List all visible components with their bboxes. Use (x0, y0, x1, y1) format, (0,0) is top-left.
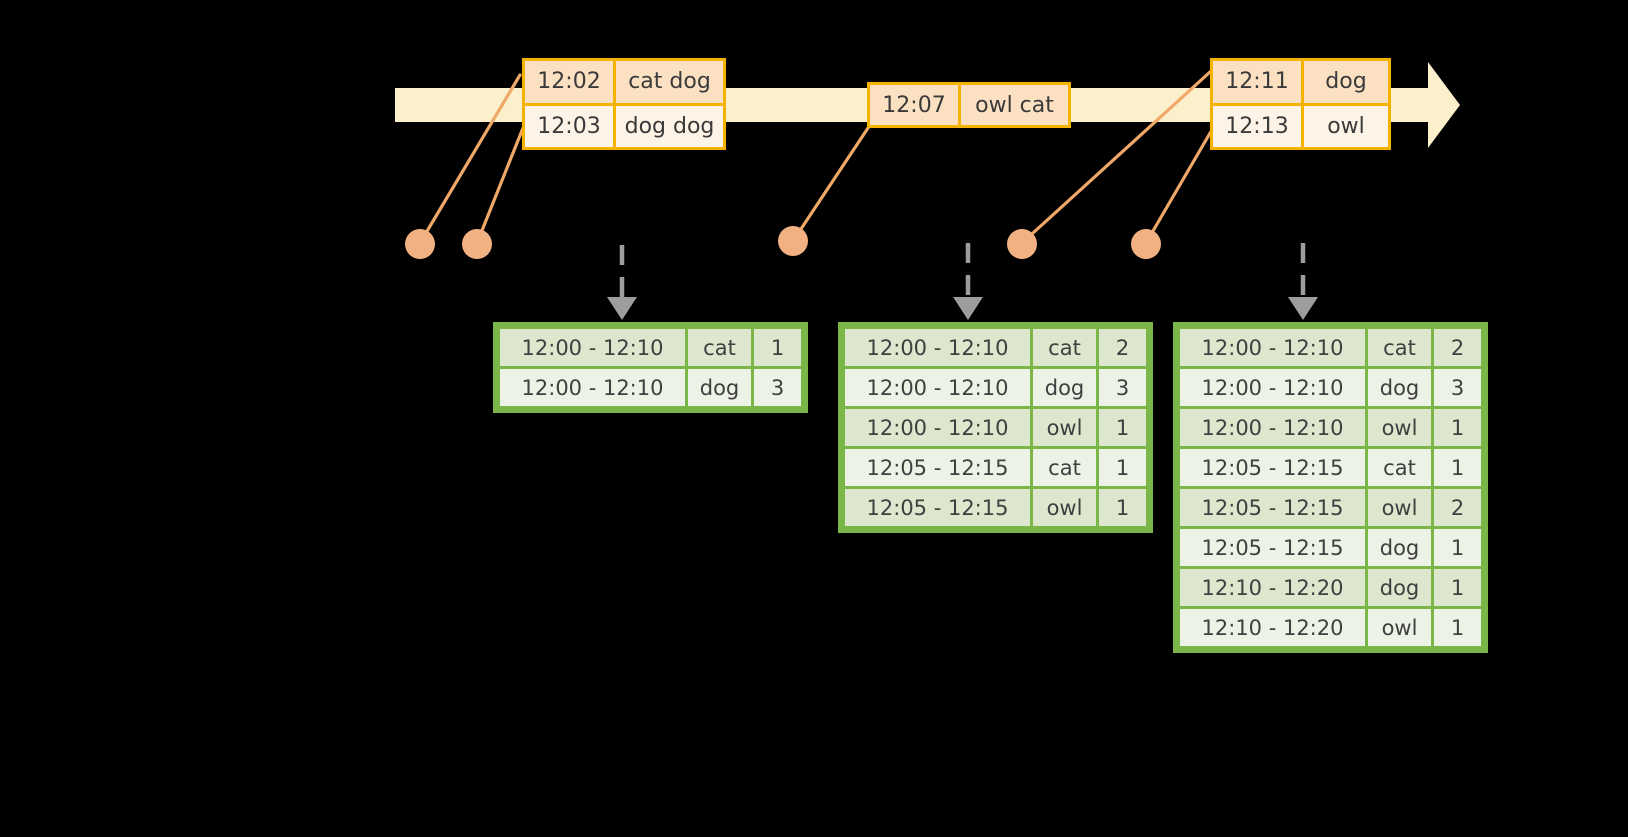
count-cell: 2 (1434, 329, 1481, 366)
word-cell: dog (1033, 369, 1096, 406)
event-time: 12:03 (537, 113, 601, 139)
word-cell: cat (1033, 449, 1096, 486)
event-row[interactable]: 12:13 owl (1213, 102, 1388, 147)
event-group-1[interactable]: 12:02 cat dog 12:03 dog dog (522, 58, 726, 150)
window-cell: 12:00 - 12:10 (500, 369, 685, 406)
event-row[interactable]: 12:02 cat dog (525, 61, 723, 103)
event-words: cat dog (613, 61, 723, 103)
word-cell: cat (1368, 449, 1431, 486)
count-cell: 3 (1434, 369, 1481, 406)
event-words: dog (1301, 61, 1388, 103)
word-cell: cat (1368, 329, 1431, 366)
count-cell: 3 (754, 369, 801, 406)
event-time: 12:13 (1225, 113, 1289, 139)
window-cell: 12:00 - 12:10 (845, 409, 1030, 446)
event-time: 12:07 (882, 92, 946, 118)
event-group-2[interactable]: 12:07 owl cat (867, 82, 1071, 128)
count-cell: 1 (754, 329, 801, 366)
word-cell: dog (688, 369, 751, 406)
count-cell: 1 (1434, 449, 1481, 486)
event-dot-1 (405, 229, 435, 259)
window-cell: 12:00 - 12:10 (1180, 409, 1365, 446)
count-cell: 1 (1099, 489, 1146, 526)
word-cell: cat (1033, 329, 1096, 366)
dashed-arrow-1 (607, 245, 637, 320)
dashed-arrow-3 (1288, 243, 1318, 320)
window-cell: 12:00 - 12:10 (1180, 329, 1365, 366)
word-cell: dog (1368, 569, 1431, 606)
window-cell: 12:05 - 12:15 (845, 449, 1030, 486)
window-cell: 12:05 - 12:15 (845, 489, 1030, 526)
count-cell: 1 (1434, 409, 1481, 446)
window-cell: 12:10 - 12:20 (1180, 569, 1365, 606)
window-cell: 12:05 - 12:15 (1180, 449, 1365, 486)
event-words: dog dog (613, 105, 723, 147)
count-cell: 1 (1434, 569, 1481, 606)
window-cell: 12:00 - 12:10 (845, 329, 1030, 366)
count-cell: 1 (1099, 409, 1146, 446)
event-dots (405, 226, 1161, 259)
count-cell: 1 (1434, 529, 1481, 566)
word-cell: owl (1368, 489, 1431, 526)
window-cell: 12:00 - 12:10 (1180, 369, 1365, 406)
word-cell: owl (1033, 489, 1096, 526)
word-cell: owl (1368, 609, 1431, 646)
dashed-arrows (607, 243, 1318, 320)
dashed-arrow-2 (953, 243, 983, 320)
window-cell: 12:00 - 12:10 (845, 369, 1030, 406)
window-cell: 12:10 - 12:20 (1180, 609, 1365, 646)
event-row[interactable]: 12:11 dog (1213, 61, 1388, 103)
count-cell: 2 (1099, 329, 1146, 366)
event-time: 12:02 (537, 69, 601, 95)
window-cell: 12:00 - 12:10 (500, 329, 685, 366)
word-cell: cat (688, 329, 751, 366)
event-words: owl cat (958, 85, 1068, 125)
window-cell: 12:05 - 12:15 (1180, 489, 1365, 526)
event-dot-5 (1131, 229, 1161, 259)
word-cell: dog (1368, 369, 1431, 406)
word-cell: owl (1033, 409, 1096, 446)
event-dot-4 (1007, 229, 1037, 259)
event-dot-3 (778, 226, 808, 256)
count-cell: 2 (1434, 489, 1481, 526)
event-dot-2 (462, 229, 492, 259)
event-row[interactable]: 12:07 owl cat (870, 85, 1068, 125)
count-cell: 3 (1099, 369, 1146, 406)
window-cell: 12:05 - 12:15 (1180, 529, 1365, 566)
count-cell: 1 (1099, 449, 1146, 486)
word-cell: dog (1368, 529, 1431, 566)
event-words: owl (1301, 105, 1388, 147)
event-group-3[interactable]: 12:11 dog 12:13 owl (1210, 58, 1391, 150)
count-cell: 1 (1434, 609, 1481, 646)
event-time: 12:11 (1225, 69, 1289, 95)
word-cell: owl (1368, 409, 1431, 446)
event-row[interactable]: 12:03 dog dog (525, 102, 723, 147)
